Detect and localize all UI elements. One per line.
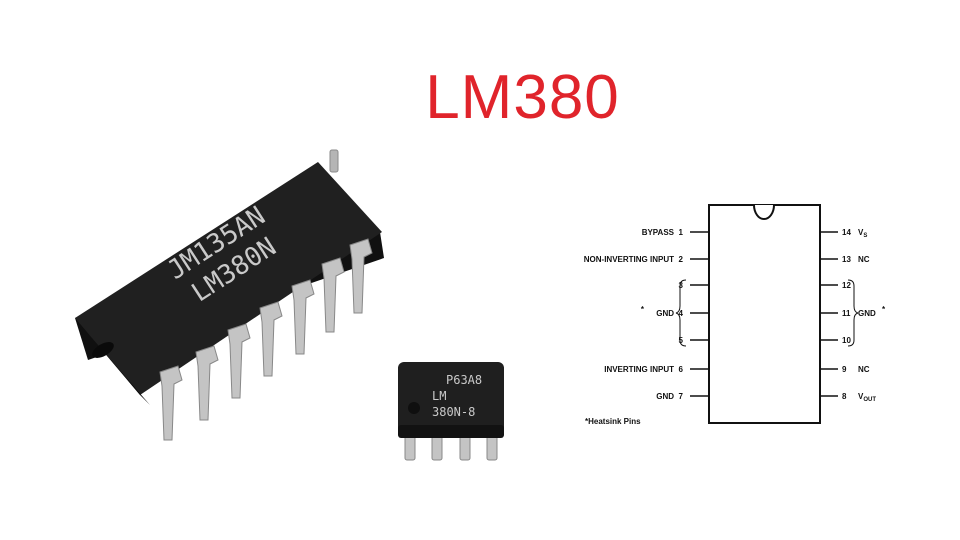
pin-label-main: GND	[858, 309, 876, 318]
right-pin-10: 10	[820, 336, 851, 345]
ic-notch	[753, 204, 775, 220]
pin-label-subscript: S	[863, 233, 867, 239]
pin-number: 4	[679, 309, 684, 318]
right-pin-9: 9 NC	[820, 365, 870, 374]
pin-label: VS	[858, 228, 867, 239]
pin-label: NC	[858, 365, 870, 374]
pin-number: 3	[679, 281, 684, 290]
small-chip-body	[398, 362, 504, 438]
pin-label: GND	[858, 309, 876, 318]
pin-label: NC	[858, 255, 870, 264]
pin-number: 6	[679, 365, 684, 374]
large-dip14-chip: JM135AN LM380N	[75, 149, 384, 441]
pin-number: 8	[842, 392, 847, 401]
pin-label-main: NC	[858, 255, 870, 264]
left-pin-4: 4 GND *	[641, 305, 709, 318]
right-pin-8: 8 VOUT	[820, 392, 876, 403]
pin-label: INVERTING INPUT	[604, 365, 674, 374]
heatsink-asterisk: *	[882, 305, 886, 314]
left-pin-7: 7 GND	[656, 392, 709, 401]
small-dip8-chip: P63A8 LM 380N-8	[398, 362, 504, 461]
pin-label: GND	[656, 309, 674, 318]
pin-number: 1	[679, 228, 684, 237]
small-chip-marking-line2: LM	[432, 389, 446, 403]
pin-number: 11	[842, 309, 851, 318]
pin-number: 7	[679, 392, 684, 401]
right-pin-13: 13 NC	[820, 255, 870, 264]
pin-number: 14	[842, 228, 851, 237]
right-pin-14: 14 VS	[820, 228, 867, 239]
right-pin-11: 11 GND *	[820, 305, 886, 318]
right-pin-12: 12	[820, 281, 851, 290]
pin-label: BYPASS	[642, 228, 675, 237]
right-gnd-brace	[847, 279, 859, 347]
pin-label: GND	[656, 392, 674, 401]
pin-number: 5	[679, 336, 684, 345]
left-pin-2: 2 NON-INVERTING INPUT	[584, 255, 709, 264]
left-pin-1: 1 BYPASS	[642, 228, 709, 237]
pin-label-subscript: OUT	[863, 397, 876, 403]
large-chip-front-pins	[159, 238, 373, 441]
pin-number: 12	[842, 281, 851, 290]
pin-label-main: V	[858, 228, 864, 237]
pin-number: 2	[679, 255, 684, 264]
pin-label-main: V	[858, 392, 864, 401]
large-chip-body-top	[75, 162, 382, 395]
large-chip-back-pins	[329, 149, 339, 173]
pin-number: 13	[842, 255, 851, 264]
page-title: LM380	[425, 63, 620, 132]
left-pin-6: 6 INVERTING INPUT	[604, 365, 709, 374]
left-pin-5: 5	[679, 336, 709, 345]
small-chip-marking-line1: P63A8	[446, 373, 482, 387]
ic-outline	[708, 204, 821, 424]
small-chip-marking-line3: 380N-8	[432, 405, 475, 419]
pin-label: VOUT	[858, 392, 876, 403]
pin-number: 9	[842, 365, 847, 374]
pin-label-main: NC	[858, 365, 870, 374]
heatsink-asterisk: *	[641, 305, 645, 314]
pin-number: 10	[842, 336, 851, 345]
left-pin-3: 3	[679, 281, 709, 290]
left-gnd-brace	[675, 279, 687, 347]
pin-label: NON-INVERTING INPUT	[584, 255, 674, 264]
heatsink-note: *Heatsink Pins	[585, 417, 641, 426]
